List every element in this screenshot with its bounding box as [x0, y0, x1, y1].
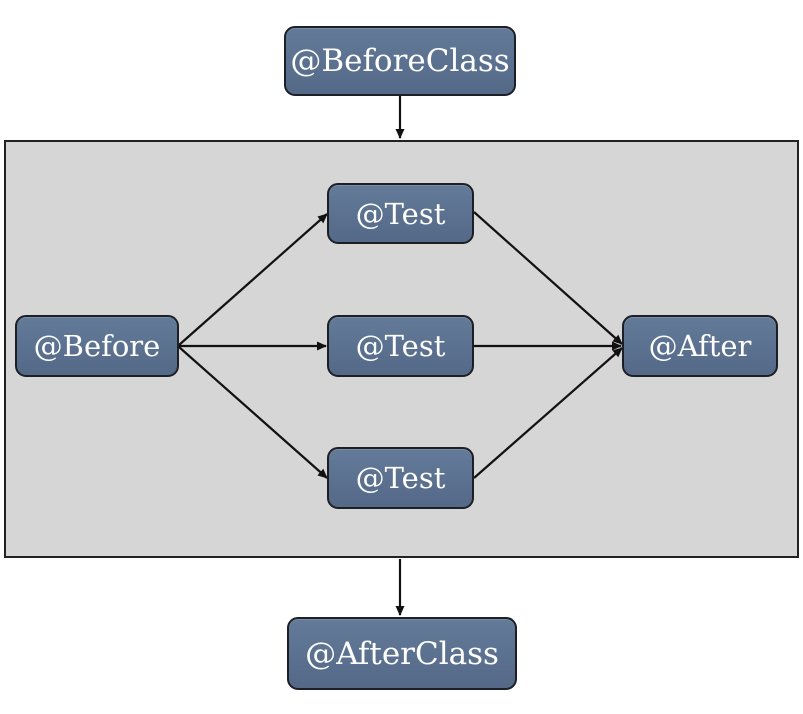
after-class-node: @AfterClass: [287, 617, 517, 690]
after-node: @After: [622, 315, 778, 377]
test-node-3: @Test: [327, 447, 474, 509]
arrow-test-3-to-after: [473, 347, 623, 479]
before-class-node: @BeforeClass: [284, 26, 516, 96]
test-node-2: @Test: [327, 315, 474, 377]
test-node-1: @Test: [327, 183, 474, 244]
before-node: @Before: [15, 315, 179, 377]
arrow-test-1-to-after: [473, 211, 623, 345]
arrow-before-to-test-3: [178, 346, 328, 479]
arrow-before-to-test-1: [178, 213, 328, 346]
